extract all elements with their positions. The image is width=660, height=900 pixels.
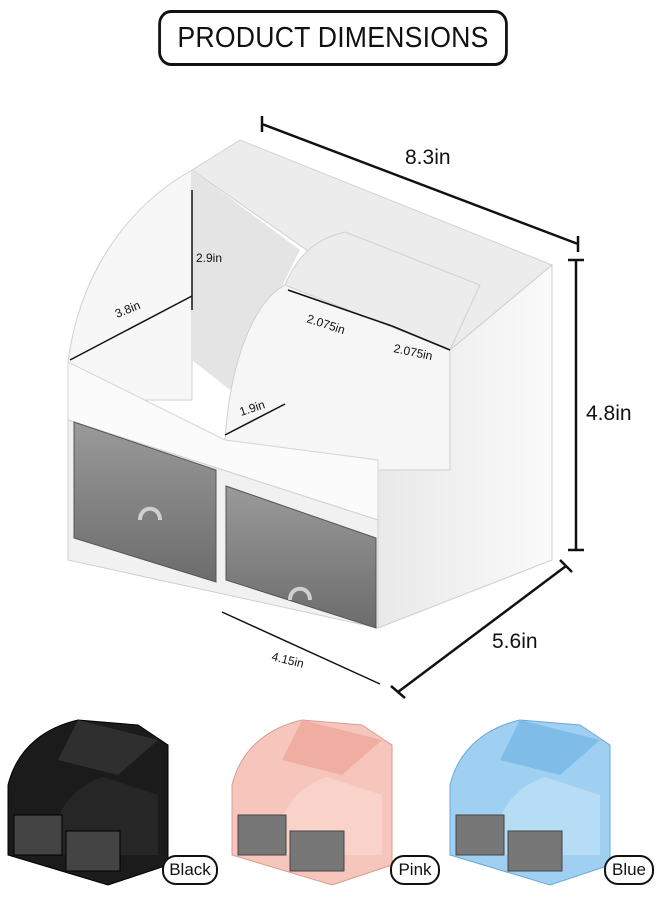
variant-pink-organizer — [231, 719, 393, 886]
variant-black-organizer — [7, 719, 169, 886]
variant-label-black: Black — [162, 855, 218, 885]
depth-label: 5.6in — [492, 630, 538, 653]
dimension-lines — [260, 116, 584, 699]
height-label: 4.8in — [586, 402, 632, 425]
width-label: 8.3in — [405, 146, 451, 169]
depth-dimension-line — [397, 565, 567, 693]
inner-dimension-lines — [69, 190, 451, 685]
width-dimension-line — [261, 122, 579, 246]
page-title: PRODUCT DIMENSIONS — [158, 10, 508, 66]
drawer-width-label: 4.15in — [270, 649, 305, 670]
organizer-white — [67, 139, 553, 629]
variant-label-pink: Pink — [390, 855, 440, 885]
variant-label-blue: Blue — [604, 855, 654, 885]
variant-blue-organizer — [449, 719, 611, 886]
back-compartment-height-label: 2.9in — [196, 251, 222, 265]
